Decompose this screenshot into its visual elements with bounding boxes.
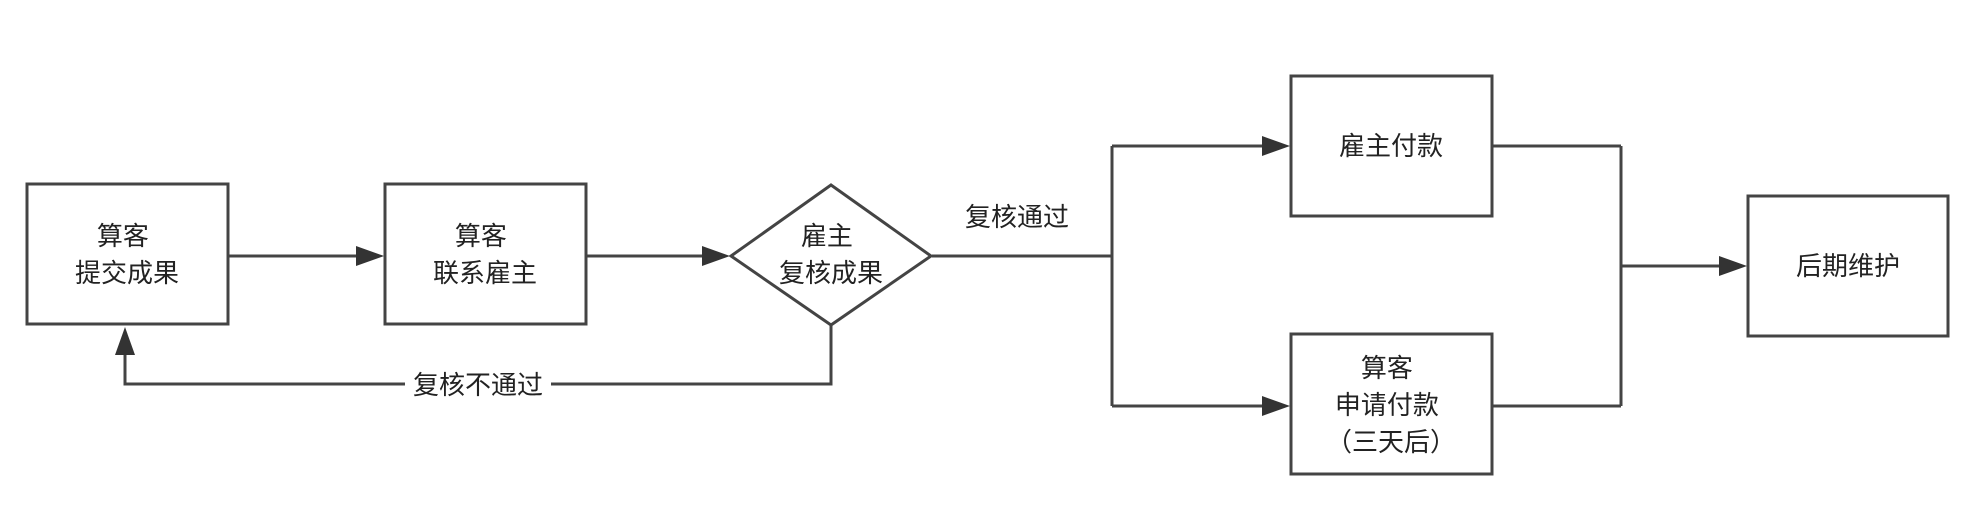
- node-request-line-2: 申请付款: [1335, 391, 1439, 421]
- node-submit-line-2: 提交成果: [75, 259, 179, 289]
- node-pay: 雇主付款: [1289, 74, 1494, 218]
- edge-review-pass: [932, 136, 1290, 416]
- svg-text:算客 申请付款 （三天后）: 算客 申请付款 （三天后）: [1326, 354, 1456, 458]
- edge-contact-to-review: [587, 246, 730, 266]
- node-review-line-2: 复核成果: [779, 259, 883, 289]
- node-request-line-3: （三天后）: [1326, 428, 1456, 458]
- node-request-line-1: 算客: [1361, 354, 1413, 384]
- node-contact-line-1: 算客: [455, 222, 507, 252]
- fail-label: 复核不通过: [413, 371, 543, 401]
- svg-text:算客 提交成果: 算客 提交成果: [75, 222, 179, 289]
- node-request: 算客 申请付款 （三天后）: [1289, 332, 1494, 476]
- node-pay-line-1: 雇主付款: [1339, 132, 1443, 162]
- node-contact-line-2: 联系雇主: [433, 259, 537, 289]
- edge-submit-to-contact: [228, 246, 384, 266]
- node-contact: 算客 联系雇主: [383, 182, 588, 326]
- node-submit-line-1: 算客: [97, 222, 149, 252]
- svg-text:雇主 复核成果: 雇主 复核成果: [779, 222, 883, 289]
- svg-text:算客 联系雇主: 算客 联系雇主: [433, 222, 537, 289]
- node-review-line-1: 雇主: [801, 222, 853, 252]
- node-maintain-line-1: 后期维护: [1796, 252, 1900, 282]
- edge-merge-to-maintain: [1493, 144, 1747, 408]
- svg-text:雇主付款: 雇主付款: [1339, 132, 1443, 162]
- node-maintain: 后期维护: [1746, 194, 1950, 338]
- fail-label-group: 复核不通过: [405, 368, 551, 401]
- node-submit: 算客 提交成果: [25, 182, 230, 326]
- node-review: 雇主 复核成果: [728, 183, 934, 327]
- svg-text:后期维护: 后期维护: [1796, 252, 1900, 282]
- pass-label: 复核通过: [965, 203, 1069, 233]
